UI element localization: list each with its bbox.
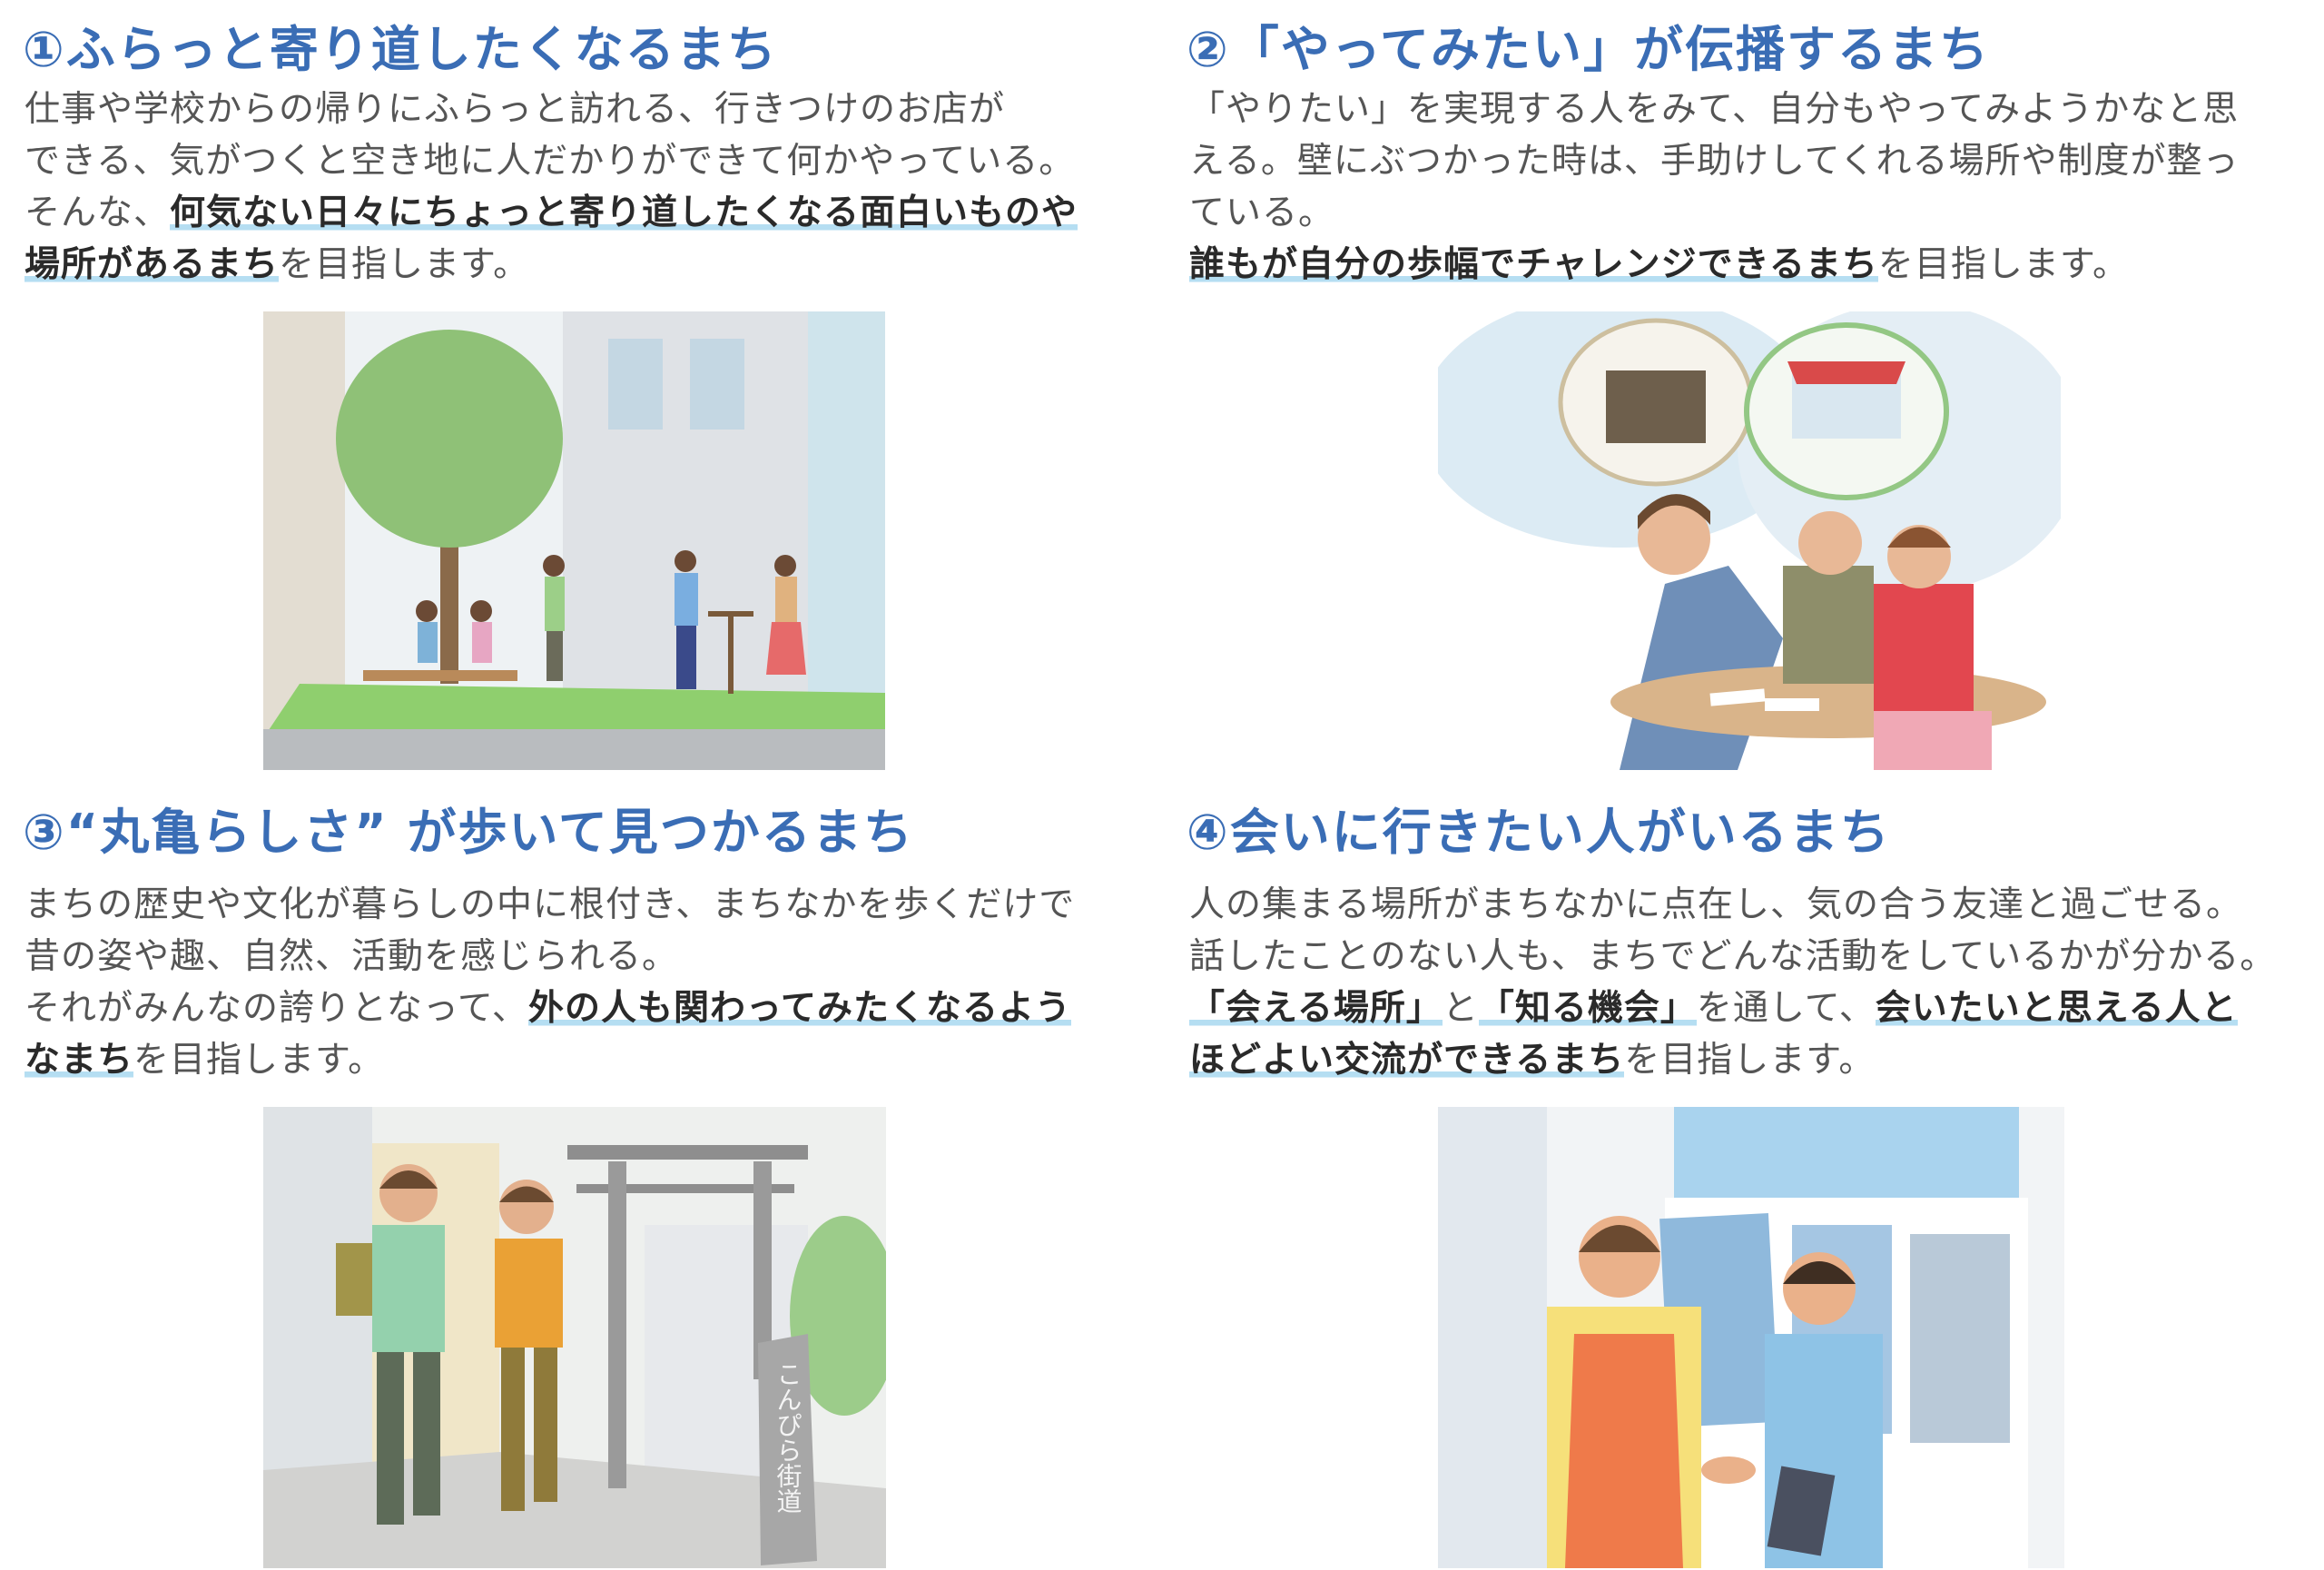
body-text: を通して、	[1696, 988, 1876, 1029]
body-line: 話したことのない人も、まちでどんな活動をしているかが分かる。	[1189, 931, 2276, 982]
illustration-discussion	[1438, 311, 2061, 770]
body-text: を目指します。	[1877, 244, 2129, 285]
body-text: そんな、	[25, 193, 171, 233]
body-line: 「会える場所」と「知る機会」を通して、会いたいと思える人と	[1189, 982, 2276, 1034]
body-text: を目指します。	[133, 1040, 385, 1081]
body-text: 「やりたい」を実現する人をみて、自分もやってみようかなと思	[1189, 89, 2240, 130]
section-4-body: 人の集まる場所がまちなかに点在し、気の合う友達と過ごせる。話したことのない人も、…	[1189, 879, 2276, 1086]
section-2-title: ②「やってみたい」が伝播するまち	[1187, 21, 1991, 78]
highlighted-text: 「会える場所」	[1189, 988, 1443, 1029]
illustration-torii-street: こんぴら街道	[263, 1107, 886, 1568]
section-1-title: ①ふらっと寄り道したくなるまち	[23, 21, 778, 78]
illustration-pocket-park	[263, 311, 885, 770]
body-line: 昔の姿や趣、自然、活動を感じられる。	[25, 931, 1075, 982]
body-line: ている。	[1189, 187, 2240, 239]
body-text: 話したことのない人も、まちでどんな活動をしているかが分かる。	[1189, 936, 2277, 977]
highlighted-text: 会いたいと思える人と	[1875, 988, 2238, 1029]
highlighted-text: 何気ない日々にちょっと寄り道したくなる面白いものや	[170, 193, 1078, 233]
body-text: を目指します。	[1624, 1040, 1876, 1081]
body-line: 人の集まる場所がまちなかに点在し、気の合う友達と過ごせる。	[1189, 879, 2276, 931]
body-line: それがみんなの誇りとなって、外の人も関わってみたくなるよう	[25, 982, 1075, 1034]
body-line: 誰もが自分の歩幅でチャレンジできるまちを目指します。	[1189, 239, 2240, 291]
pillar-text: こんぴら街道	[773, 1361, 803, 1514]
body-text: できる、気がつくと空き地に人だかりができて何かやっている。	[25, 141, 1076, 182]
body-line: える。壁にぶつかった時は、手助けしてくれる場所や制度が整っ	[1189, 135, 2240, 187]
body-line: そんな、何気ない日々にちょっと寄り道したくなる面白いものや	[25, 187, 1078, 239]
body-line: 仕事や学校からの帰りにふらっと訪れる、行きつけのお店が	[25, 84, 1078, 135]
section-3-title: ③“丸亀らしさ” が歩いて見つかるまち	[23, 804, 914, 861]
body-line: できる、気がつくと空き地に人だかりができて何かやっている。	[25, 135, 1078, 187]
section-2-body: 「やりたい」を実現する人をみて、自分もやってみようかなと思える。壁にぶつかった時…	[1189, 84, 2240, 291]
highlighted-text: 「知る機会」	[1478, 988, 1697, 1029]
body-line: ほどよい交流ができるまちを目指します。	[1189, 1034, 2276, 1086]
highlighted-text: なまち	[25, 1040, 134, 1081]
body-text: 昔の姿や趣、自然、活動を感じられる。	[25, 936, 679, 977]
illustration-handshake-shop	[1438, 1107, 2064, 1568]
body-text: を目指します。	[279, 244, 530, 285]
highlighted-text: 外の人も関わってみたくなるよう	[527, 988, 1071, 1029]
section-4-title: ④会いに行きたい人がいるまち	[1187, 804, 1891, 861]
body-line: なまちを目指します。	[25, 1034, 1075, 1086]
body-line: 「やりたい」を実現する人をみて、自分もやってみようかなと思	[1189, 84, 2240, 135]
body-line: まちの歴史や文化が暮らしの中に根付き、まちなかを歩くだけで	[25, 879, 1075, 931]
body-text: と	[1442, 988, 1479, 1029]
body-text: まちの歴史や文化が暮らしの中に根付き、まちなかを歩くだけで	[25, 884, 1076, 925]
body-text: それがみんなの誇りとなって、	[25, 988, 528, 1029]
highlighted-text: 場所があるまち	[25, 244, 280, 285]
highlighted-text: 誰もが自分の歩幅でチャレンジできるまち	[1189, 244, 1878, 285]
section-1-body: 仕事や学校からの帰りにふらっと訪れる、行きつけのお店ができる、気がつくと空き地に…	[25, 84, 1078, 291]
body-text: 人の集まる場所がまちなかに点在し、気の合う友達と過ごせる。	[1189, 884, 2243, 925]
section-3-body: まちの歴史や文化が暮らしの中に根付き、まちなかを歩くだけで昔の姿や趣、自然、活動…	[25, 879, 1075, 1086]
highlighted-text: ほどよい交流ができるまち	[1189, 1040, 1625, 1081]
body-text: える。壁にぶつかった時は、手助けしてくれる場所や制度が整っ	[1189, 141, 2240, 182]
body-text: 仕事や学校からの帰りにふらっと訪れる、行きつけのお店が	[25, 89, 1006, 130]
body-text: ている。	[1189, 193, 1335, 233]
body-line: 場所があるまちを目指します。	[25, 239, 1078, 291]
